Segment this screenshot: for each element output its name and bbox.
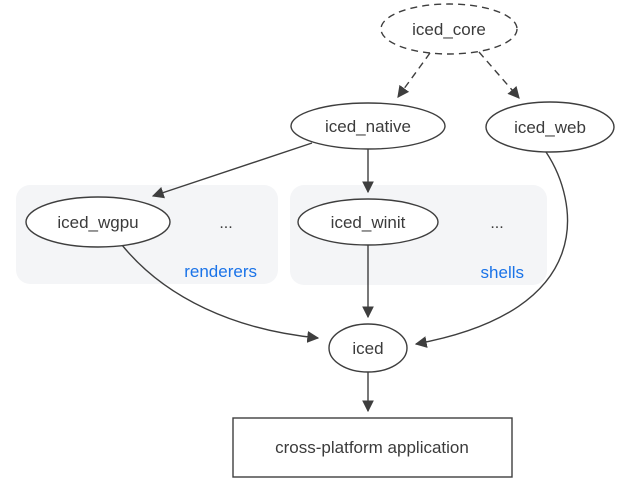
iced-wgpu-label: iced_wgpu	[57, 213, 138, 232]
shells-group-label: shells	[481, 263, 524, 282]
iced-ellipse	[328, 323, 408, 373]
iced-winit-ellipse	[297, 198, 439, 246]
application-rect	[232, 417, 513, 478]
iced-web-label: iced_web	[514, 118, 586, 137]
node-iced-winit: iced_winit	[297, 198, 439, 246]
node-iced-wgpu: iced_wgpu	[25, 196, 171, 248]
edge-iced-wgpu-to-iced	[121, 244, 320, 343]
iced-core-label: iced_core	[412, 20, 486, 39]
node-application: cross-platform application	[232, 417, 513, 478]
node-iced-core: iced_core	[380, 3, 518, 55]
iced-native-label: iced_native	[325, 117, 411, 136]
edge-iced-native-to-iced-wgpu	[151, 142, 313, 199]
iced-core-ellipse	[380, 3, 518, 55]
shells-ellipsis: ...	[490, 215, 503, 232]
node-iced: iced	[328, 323, 408, 373]
node-iced-native: iced_native	[290, 102, 446, 150]
renderers-group-label: renderers	[184, 262, 257, 281]
application-label: cross-platform application	[275, 438, 469, 457]
iced-label: iced	[352, 339, 383, 358]
iced-native-ellipse	[290, 102, 446, 150]
node-iced-web: iced_web	[485, 101, 615, 153]
iced-web-ellipse	[485, 101, 615, 153]
iced-winit-label: iced_winit	[331, 213, 406, 232]
iced-wgpu-ellipse	[25, 196, 171, 248]
edge-iced-web-to-iced	[414, 151, 569, 348]
renderers-ellipsis: ...	[219, 215, 232, 232]
edge-iced-core-to-iced-web	[478, 51, 520, 99]
edge-iced-core-to-iced-native	[397, 52, 431, 98]
